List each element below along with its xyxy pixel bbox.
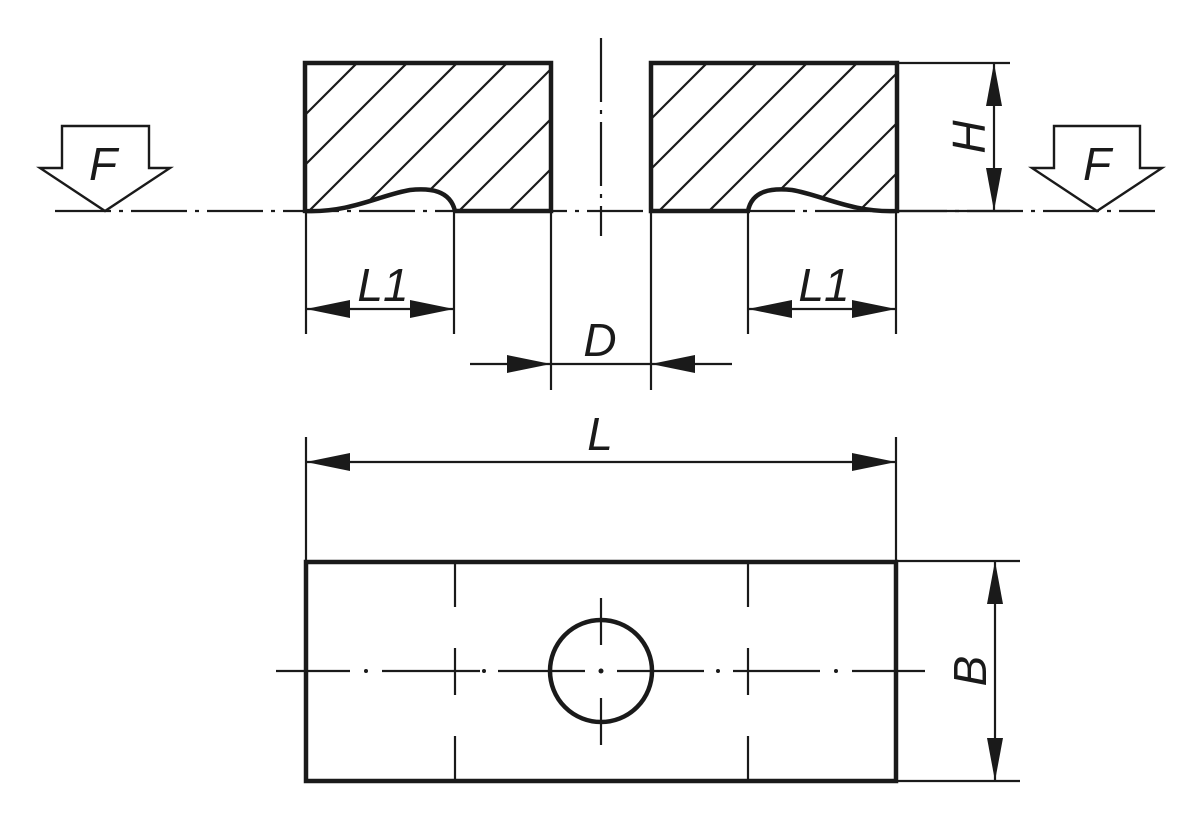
- dimension-l1-left-label: L1: [357, 259, 408, 311]
- hatch-right: [651, 63, 897, 212]
- dimension-l1-right-label: L1: [798, 259, 849, 311]
- force-arrow-left: F: [36, 124, 174, 213]
- dimension-d-label: D: [583, 314, 616, 366]
- force-label-right: F: [1083, 138, 1114, 190]
- force-arrow-right: F: [1028, 124, 1166, 213]
- section-outline-right: [648, 60, 900, 214]
- dimension-b-label: B: [944, 656, 996, 687]
- dimension-h-label: H: [943, 120, 995, 154]
- dimension-l1-right: L1: [746, 211, 898, 334]
- dimension-l1-left: L1: [304, 211, 456, 334]
- force-label-left: F: [89, 138, 120, 190]
- dimension-b: B: [896, 559, 1020, 783]
- dimension-d: D: [470, 211, 732, 390]
- horizontal-centerline: [276, 668, 925, 674]
- dimension-h: H: [897, 61, 1010, 213]
- section-outline-left: [302, 60, 554, 214]
- hatch-left: [305, 63, 551, 212]
- top-view: L: [276, 408, 1020, 784]
- section-view: F F H L1: [36, 38, 1166, 390]
- dimension-l: L: [304, 408, 898, 561]
- dimension-l-label: L: [587, 408, 613, 460]
